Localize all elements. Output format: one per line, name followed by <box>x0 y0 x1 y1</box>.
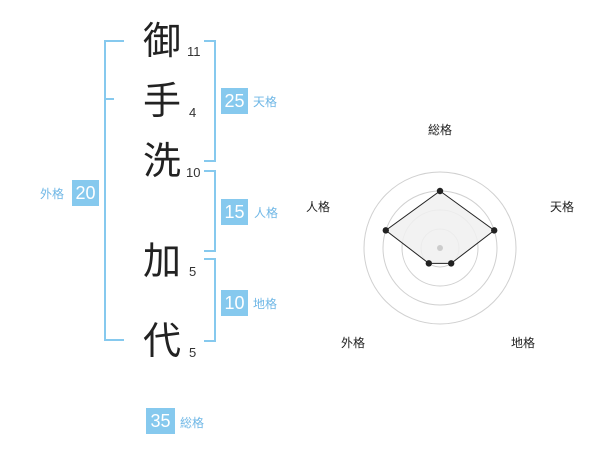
tenkaku-label: 天格 <box>253 95 278 109</box>
gaikaku-bracket <box>104 40 124 341</box>
stroke-count-5: 5 <box>189 345 197 360</box>
chikaku-bracket <box>204 258 216 342</box>
stroke-count-4: 5 <box>189 264 197 279</box>
radar-shape <box>384 190 496 264</box>
gaikaku-value-badge: 20 <box>72 180 99 206</box>
name-char-4: 加 <box>143 239 182 283</box>
jinkaku-value-badge: 15 <box>221 199 248 225</box>
soukaku-label: 総格 <box>180 416 205 430</box>
gaikaku-bracket-tick <box>104 98 114 100</box>
soukaku-value-badge: 35 <box>146 408 175 434</box>
radar-point-2 <box>491 227 498 234</box>
radar-center-dot <box>437 245 443 251</box>
radar-ring-4 <box>363 171 517 325</box>
radar-point-4 <box>425 260 433 267</box>
tenkaku-value-badge: 25 <box>221 88 248 114</box>
radar-axis-label-5: 人格 <box>306 199 330 214</box>
radar-axis-label-4: 外格 <box>341 335 365 350</box>
name-char-3: 洗 <box>143 139 182 183</box>
radar-point-3 <box>447 260 455 267</box>
name-char-5: 代 <box>143 319 182 363</box>
stroke-count-3: 10 <box>186 165 201 180</box>
radar-point-5 <box>382 227 389 234</box>
chikaku-value-badge: 10 <box>221 290 248 316</box>
jinkaku-bracket <box>204 170 216 252</box>
radar-point-1 <box>436 187 444 195</box>
tenkaku-bracket <box>204 40 216 162</box>
radar-axis-label-3: 地格 <box>511 335 535 350</box>
name-char-1: 御 <box>143 19 182 63</box>
radar-axis-label-1: 総格 <box>428 122 452 137</box>
jinkaku-label: 人格 <box>254 206 279 220</box>
stroke-count-1: 11 <box>187 44 201 59</box>
stroke-count-2: 4 <box>189 105 197 120</box>
chikaku-label: 地格 <box>253 297 278 311</box>
gaikaku-label: 外格 <box>40 187 65 201</box>
name-char-2: 手 <box>143 79 182 123</box>
radar-axis-label-2: 天格 <box>550 199 574 214</box>
